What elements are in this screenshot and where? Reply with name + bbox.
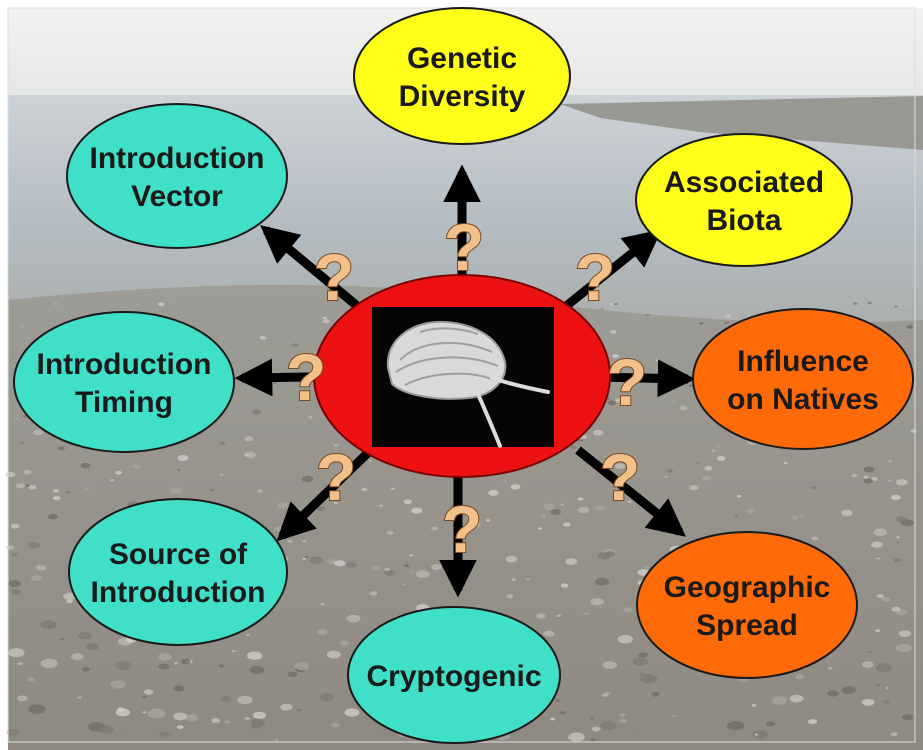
node-label-genetic-diversity-2: Diversity	[399, 80, 526, 113]
node-label-introduction-timing-2: Timing	[75, 386, 173, 419]
node-label-influence-on-natives-2: on Natives	[727, 383, 879, 416]
node-ellipse-source-of-introduction	[69, 499, 287, 645]
center-hub	[314, 275, 610, 477]
node-ellipse-geographic-spread	[637, 532, 857, 678]
node-ellipse-introduction-timing	[14, 312, 234, 452]
node-associated-biota: AssociatedBiota	[636, 134, 852, 266]
node-ellipse-associated-biota	[636, 134, 852, 266]
question-mark-cryptogenic: ?	[442, 492, 482, 566]
question-mark-introduction-timing: ?	[286, 340, 326, 414]
node-ellipse-introduction-vector	[67, 104, 287, 248]
node-label-influence-on-natives-1: Influence	[737, 345, 869, 378]
node-label-cryptogenic-1: Cryptogenic	[366, 660, 541, 693]
node-label-geographic-spread-1: Geographic	[664, 571, 831, 604]
node-label-source-of-introduction-1: Source of	[109, 538, 248, 571]
question-mark-genetic-diversity: ?	[444, 210, 484, 284]
node-label-introduction-timing-1: Introduction	[37, 348, 212, 381]
node-label-associated-biota-2: Biota	[707, 204, 782, 237]
node-label-associated-biota-1: Associated	[664, 166, 824, 199]
node-genetic-diversity: GeneticDiversity	[354, 8, 570, 144]
node-introduction-vector: IntroductionVector	[67, 104, 287, 248]
node-source-of-introduction: Source of Introduction	[69, 499, 287, 645]
node-label-introduction-vector-2: Vector	[131, 180, 223, 213]
question-mark-geographic-spread: ?	[600, 440, 640, 514]
question-mark-source-of-introduction: ?	[316, 440, 356, 514]
node-introduction-timing: IntroductionTiming	[14, 312, 234, 452]
node-label-genetic-diversity-1: Genetic	[407, 42, 517, 75]
node-label-source-of-introduction-2: Introduction	[91, 576, 266, 609]
node-ellipse-genetic-diversity	[354, 8, 570, 144]
question-mark-associated-biota: ?	[575, 240, 615, 314]
node-label-introduction-vector-1: Introduction	[90, 142, 265, 175]
node-label-geographic-spread-2: Spread	[696, 609, 798, 642]
node-cryptogenic: Cryptogenic	[348, 607, 560, 743]
question-mark-influence-on-natives: ?	[607, 345, 647, 419]
node-ellipse-influence-on-natives	[693, 309, 913, 449]
node-influence-on-natives: Influence on Natives	[693, 309, 913, 449]
question-mark-introduction-vector: ?	[314, 240, 354, 314]
node-geographic-spread: GeographicSpread	[637, 532, 857, 678]
